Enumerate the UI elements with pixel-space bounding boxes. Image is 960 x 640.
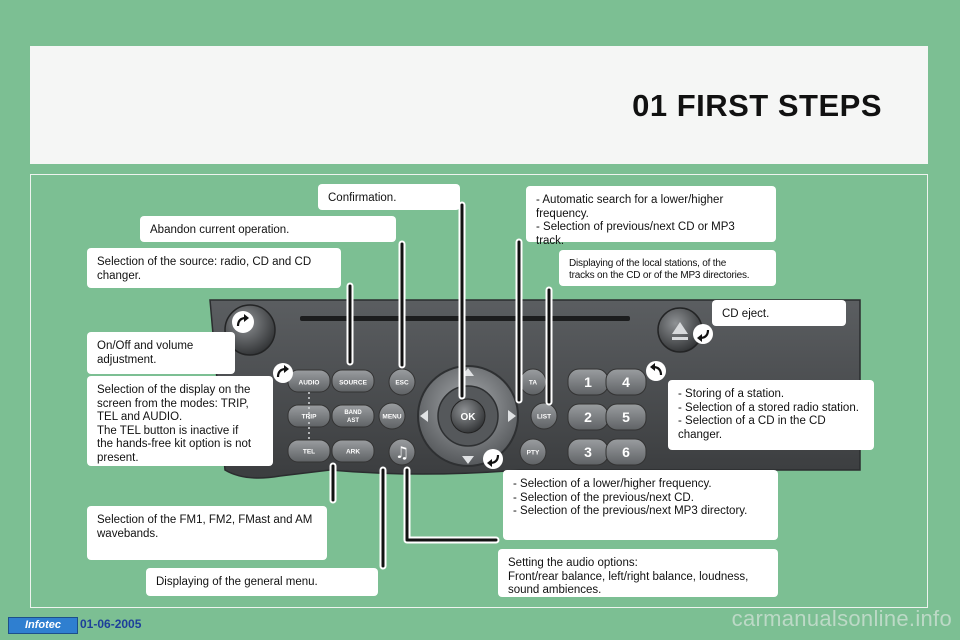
- menu-button: [378, 402, 406, 430]
- trip-label: TRIP: [302, 414, 317, 421]
- callout-local-stations: Displaying of the local stations, of the…: [559, 250, 776, 286]
- pty-button: [519, 438, 547, 466]
- page-title: 01 FIRST STEPS: [632, 88, 882, 123]
- menu-label: MENU: [382, 414, 401, 421]
- preset-6-label: 6: [622, 444, 630, 460]
- leader-lines: [329, 201, 553, 570]
- ta-label: TA: [529, 380, 537, 387]
- callout-frequency: - Selection of a lower/higher frequency.…: [503, 470, 778, 540]
- audio-label: AUDIO: [299, 380, 320, 387]
- callout-general-menu: Displaying of the general menu.: [146, 568, 378, 596]
- nav-right-arrow: [508, 410, 516, 422]
- preset-6-button: [605, 438, 647, 466]
- band-label: BAND: [344, 410, 362, 416]
- callout-display-modes: Selection of the display on the screen f…: [87, 376, 273, 466]
- callout-auto-search: - Automatic search for a lower/higher fr…: [526, 186, 776, 247]
- callout-audio-options: Setting the audio options: Front/rear ba…: [498, 549, 778, 597]
- source-label: SOURCE: [339, 380, 367, 387]
- content-frame: [30, 174, 928, 608]
- curved-arrow-icon-eject: [693, 324, 713, 344]
- ok-button: [450, 398, 486, 434]
- infotec-logo: Infotec: [8, 617, 78, 634]
- dark-label: ARK: [346, 449, 360, 456]
- callout-confirmation: Confirmation.: [318, 184, 460, 210]
- curved-arrow-icon-storing: [646, 361, 666, 381]
- preset-5-label: 5: [622, 409, 630, 425]
- tel-label: TEL: [303, 449, 315, 456]
- music-button: [388, 438, 416, 466]
- preset-1-label: 1: [584, 374, 592, 390]
- esc-button: [388, 368, 416, 396]
- preset-4-label: 4: [622, 374, 630, 390]
- callout-abandon: Abandon current operation.: [140, 216, 396, 242]
- source-button: [331, 369, 375, 393]
- esc-label: ESC: [395, 380, 409, 387]
- left-button-block: AUDIO SOURCE TRIP BAND AST TEL ARK: [287, 369, 375, 463]
- music-note-icon: ♫: [395, 443, 409, 462]
- nav-down-arrow: [462, 456, 474, 464]
- band-ast-button: [331, 404, 375, 428]
- curved-arrow-icon-frequency: [483, 449, 503, 469]
- callout-cd-eject: CD eject.: [712, 300, 846, 326]
- curved-arrow-icon-display: [273, 363, 293, 383]
- callout-storing: - Storing of a station. - Selection of a…: [668, 380, 874, 450]
- nav-left-arrow: [420, 410, 428, 422]
- preset-4-button: [605, 368, 647, 396]
- preset-buttons: 1 4 2 5 3 6: [567, 368, 647, 466]
- list-button: [530, 402, 558, 430]
- preset-3-label: 3: [584, 444, 592, 460]
- preset-2-label: 2: [584, 409, 592, 425]
- eject-icon: [672, 322, 688, 340]
- dark-button: [331, 439, 375, 463]
- curved-arrow-icon-knob: [232, 311, 254, 333]
- ok-label: OK: [461, 412, 477, 423]
- header-panel: 01 FIRST STEPS: [30, 46, 928, 164]
- tel-button: [287, 439, 331, 463]
- ast-label: AST: [347, 418, 359, 424]
- watermark: carmanualsonline.info: [731, 606, 952, 631]
- footer-date: 01-06-2005: [80, 617, 142, 631]
- callout-source: Selection of the source: radio, CD and C…: [87, 248, 341, 288]
- pty-label: PTY: [527, 450, 540, 457]
- callout-onoff: On/Off and volume adjustment.: [87, 332, 235, 374]
- list-label: LIST: [537, 414, 551, 421]
- preset-5-button: [605, 403, 647, 431]
- callout-wavebands: Selection of the FM1, FM2, FMast and AM …: [87, 506, 327, 560]
